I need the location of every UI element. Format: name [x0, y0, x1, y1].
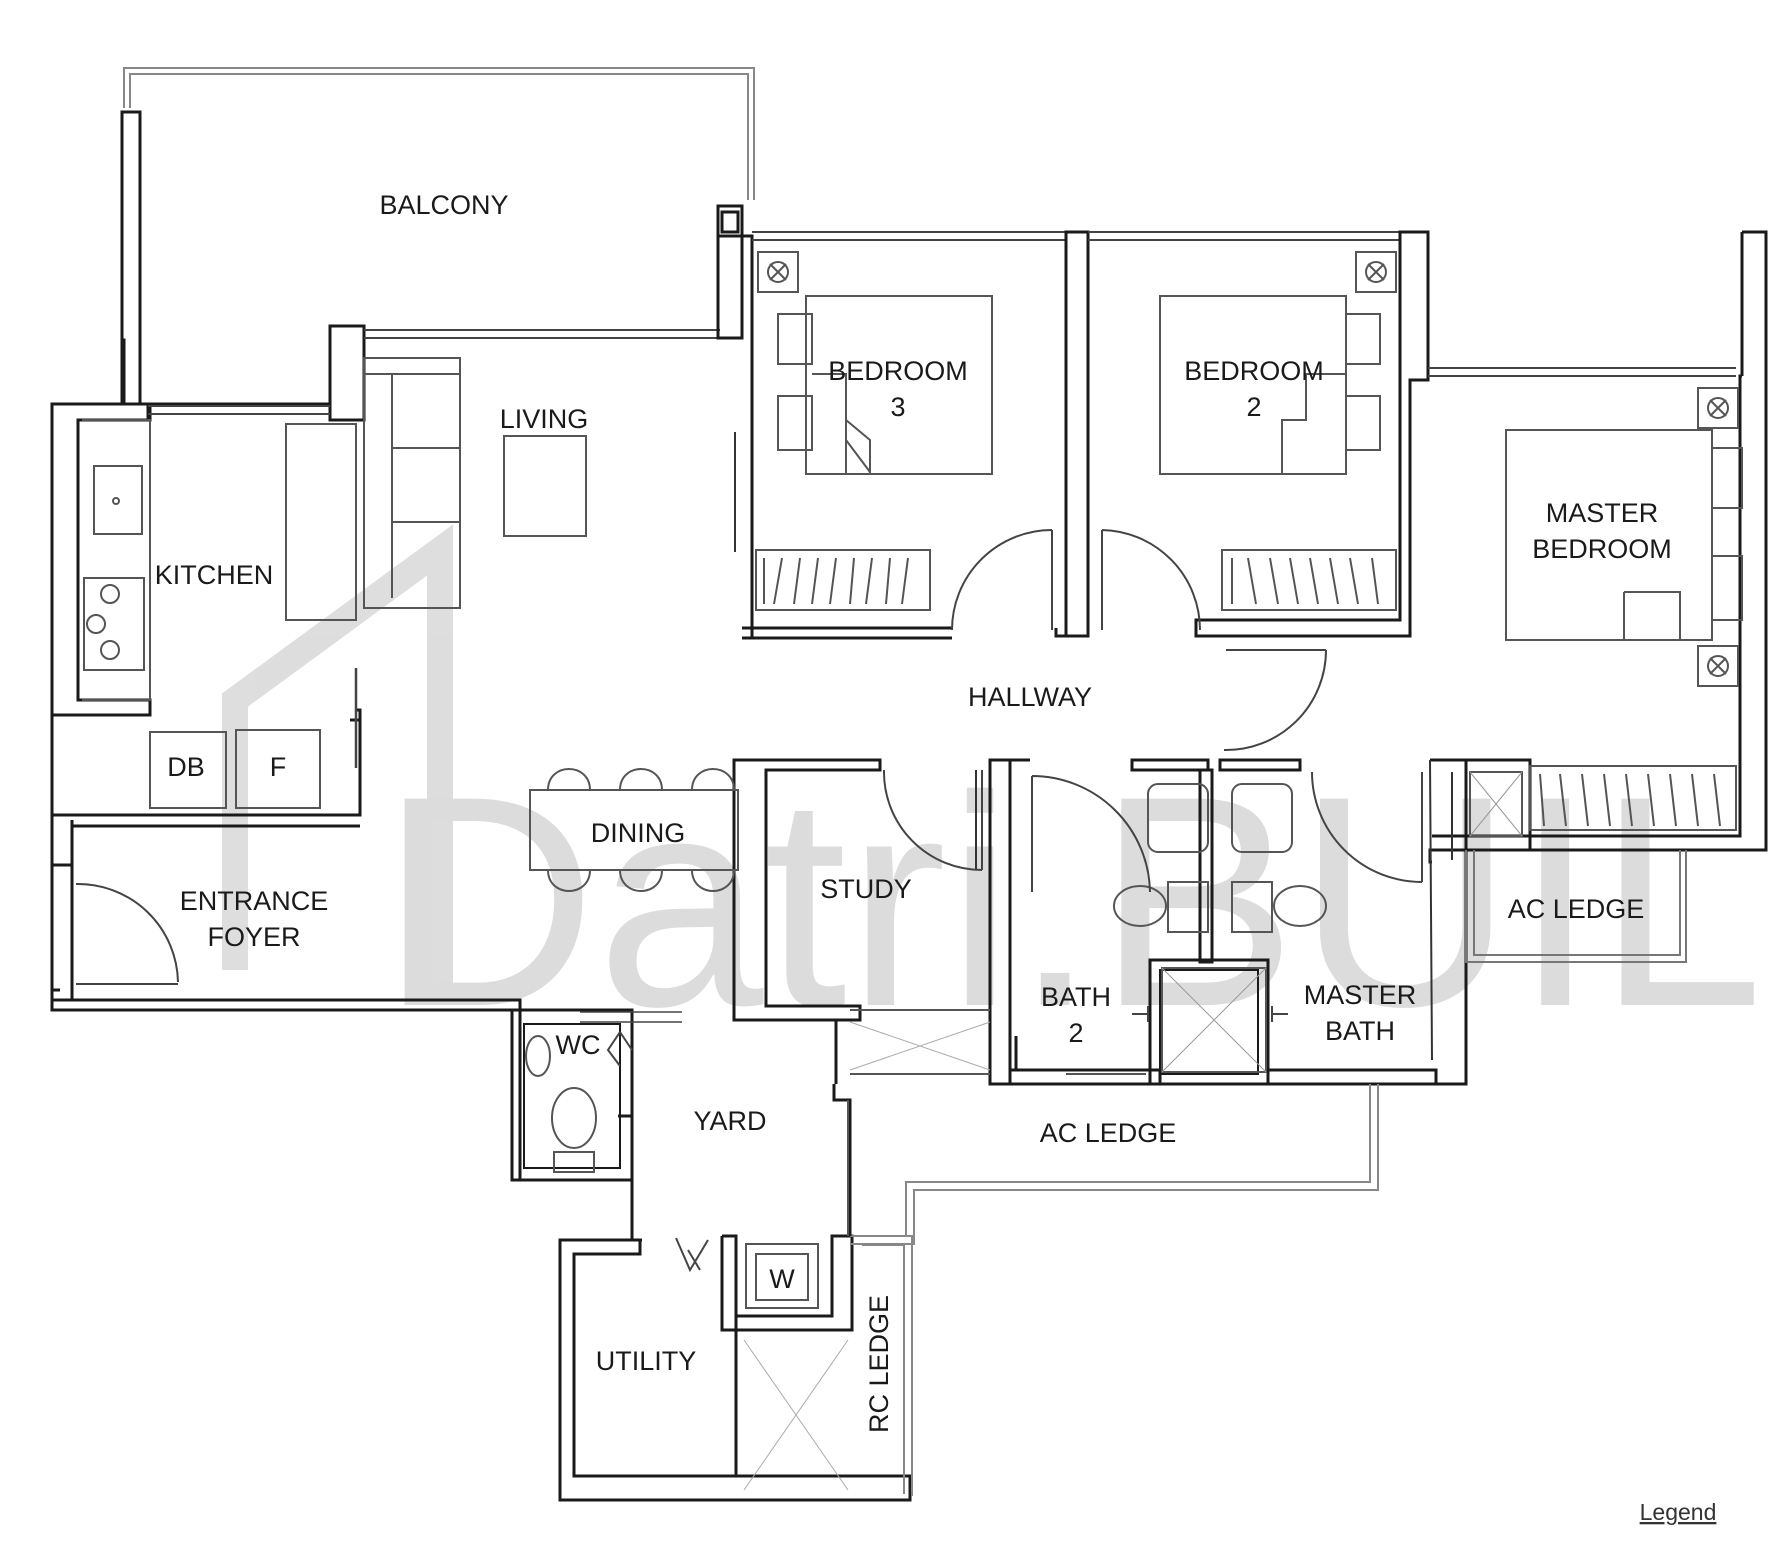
label-master-bedroom-line2: BEDROOM: [1532, 534, 1672, 564]
label-db: DB: [167, 752, 205, 782]
db-box: [149, 731, 227, 809]
bed-2-icon: [1159, 295, 1347, 475]
label-kitchen: KITCHEN: [155, 560, 274, 590]
label-w: W: [769, 1264, 795, 1294]
dining-table-icon: [529, 789, 739, 871]
label-study: STUDY: [820, 874, 912, 904]
label-master-bedroom-line1: MASTER: [1546, 498, 1659, 528]
labels: BALCONY LIVING KITCHEN DB F DINING ENTRA…: [155, 190, 1672, 1433]
fixtures: [82, 251, 1743, 1491]
label-bedroom2-line1: BEDROOM: [1184, 356, 1324, 386]
label-dining: DINING: [591, 818, 686, 848]
wardrobe-master-icon: [1529, 765, 1737, 831]
ac-unit-icon: [757, 251, 1739, 687]
label-ac-ledge-right: AC LEDGE: [1508, 894, 1645, 924]
label-utility: UTILITY: [596, 1346, 697, 1376]
label-wc: WC: [556, 1030, 601, 1060]
label-bedroom3-line2: 3: [890, 392, 905, 422]
label-bedroom3-line1: BEDROOM: [828, 356, 968, 386]
label-bath2-line2: 2: [1068, 1018, 1083, 1048]
toilet-icon: [551, 881, 1327, 1173]
sofa-icon: [363, 357, 461, 609]
wc-basin-icon: [525, 1035, 551, 1077]
label-living: LIVING: [500, 404, 589, 434]
washer-box: [745, 1243, 819, 1309]
bed-3-icon: [805, 295, 993, 475]
label-yard: YARD: [693, 1106, 766, 1136]
label-bedroom2-line2: 2: [1246, 392, 1261, 422]
label-f: F: [270, 752, 287, 782]
label-balcony: BALCONY: [379, 190, 508, 220]
label-master-bath-line2: BATH: [1325, 1016, 1395, 1046]
doors: [75, 529, 1423, 1273]
walls: [50, 67, 1768, 1502]
label-bath2-line1: BATH: [1041, 982, 1111, 1012]
label-entrance: ENTRANCE: [180, 886, 329, 916]
wardrobe-3-icon: [755, 549, 931, 611]
basin-master-icon: [1231, 783, 1293, 853]
master-bed-icon: [1505, 429, 1713, 641]
label-rc-ledge: RC LEDGE: [864, 1295, 894, 1433]
kitchen-sink-icon: [93, 465, 143, 535]
kitchen-island: [285, 423, 357, 621]
basin-bath2-icon: [1147, 783, 1209, 853]
fridge-box: [235, 729, 321, 809]
coffee-table-icon: [503, 435, 587, 537]
legend-link[interactable]: Legend: [1640, 1499, 1717, 1525]
label-hallway: HALLWAY: [968, 682, 1092, 712]
label-ac-ledge-bottom: AC LEDGE: [1040, 1118, 1177, 1148]
cooktop-icon: [83, 577, 145, 671]
label-master-bath-line1: MASTER: [1304, 980, 1417, 1010]
wardrobe-2-icon: [1221, 549, 1397, 611]
label-foyer: FOYER: [207, 922, 300, 952]
